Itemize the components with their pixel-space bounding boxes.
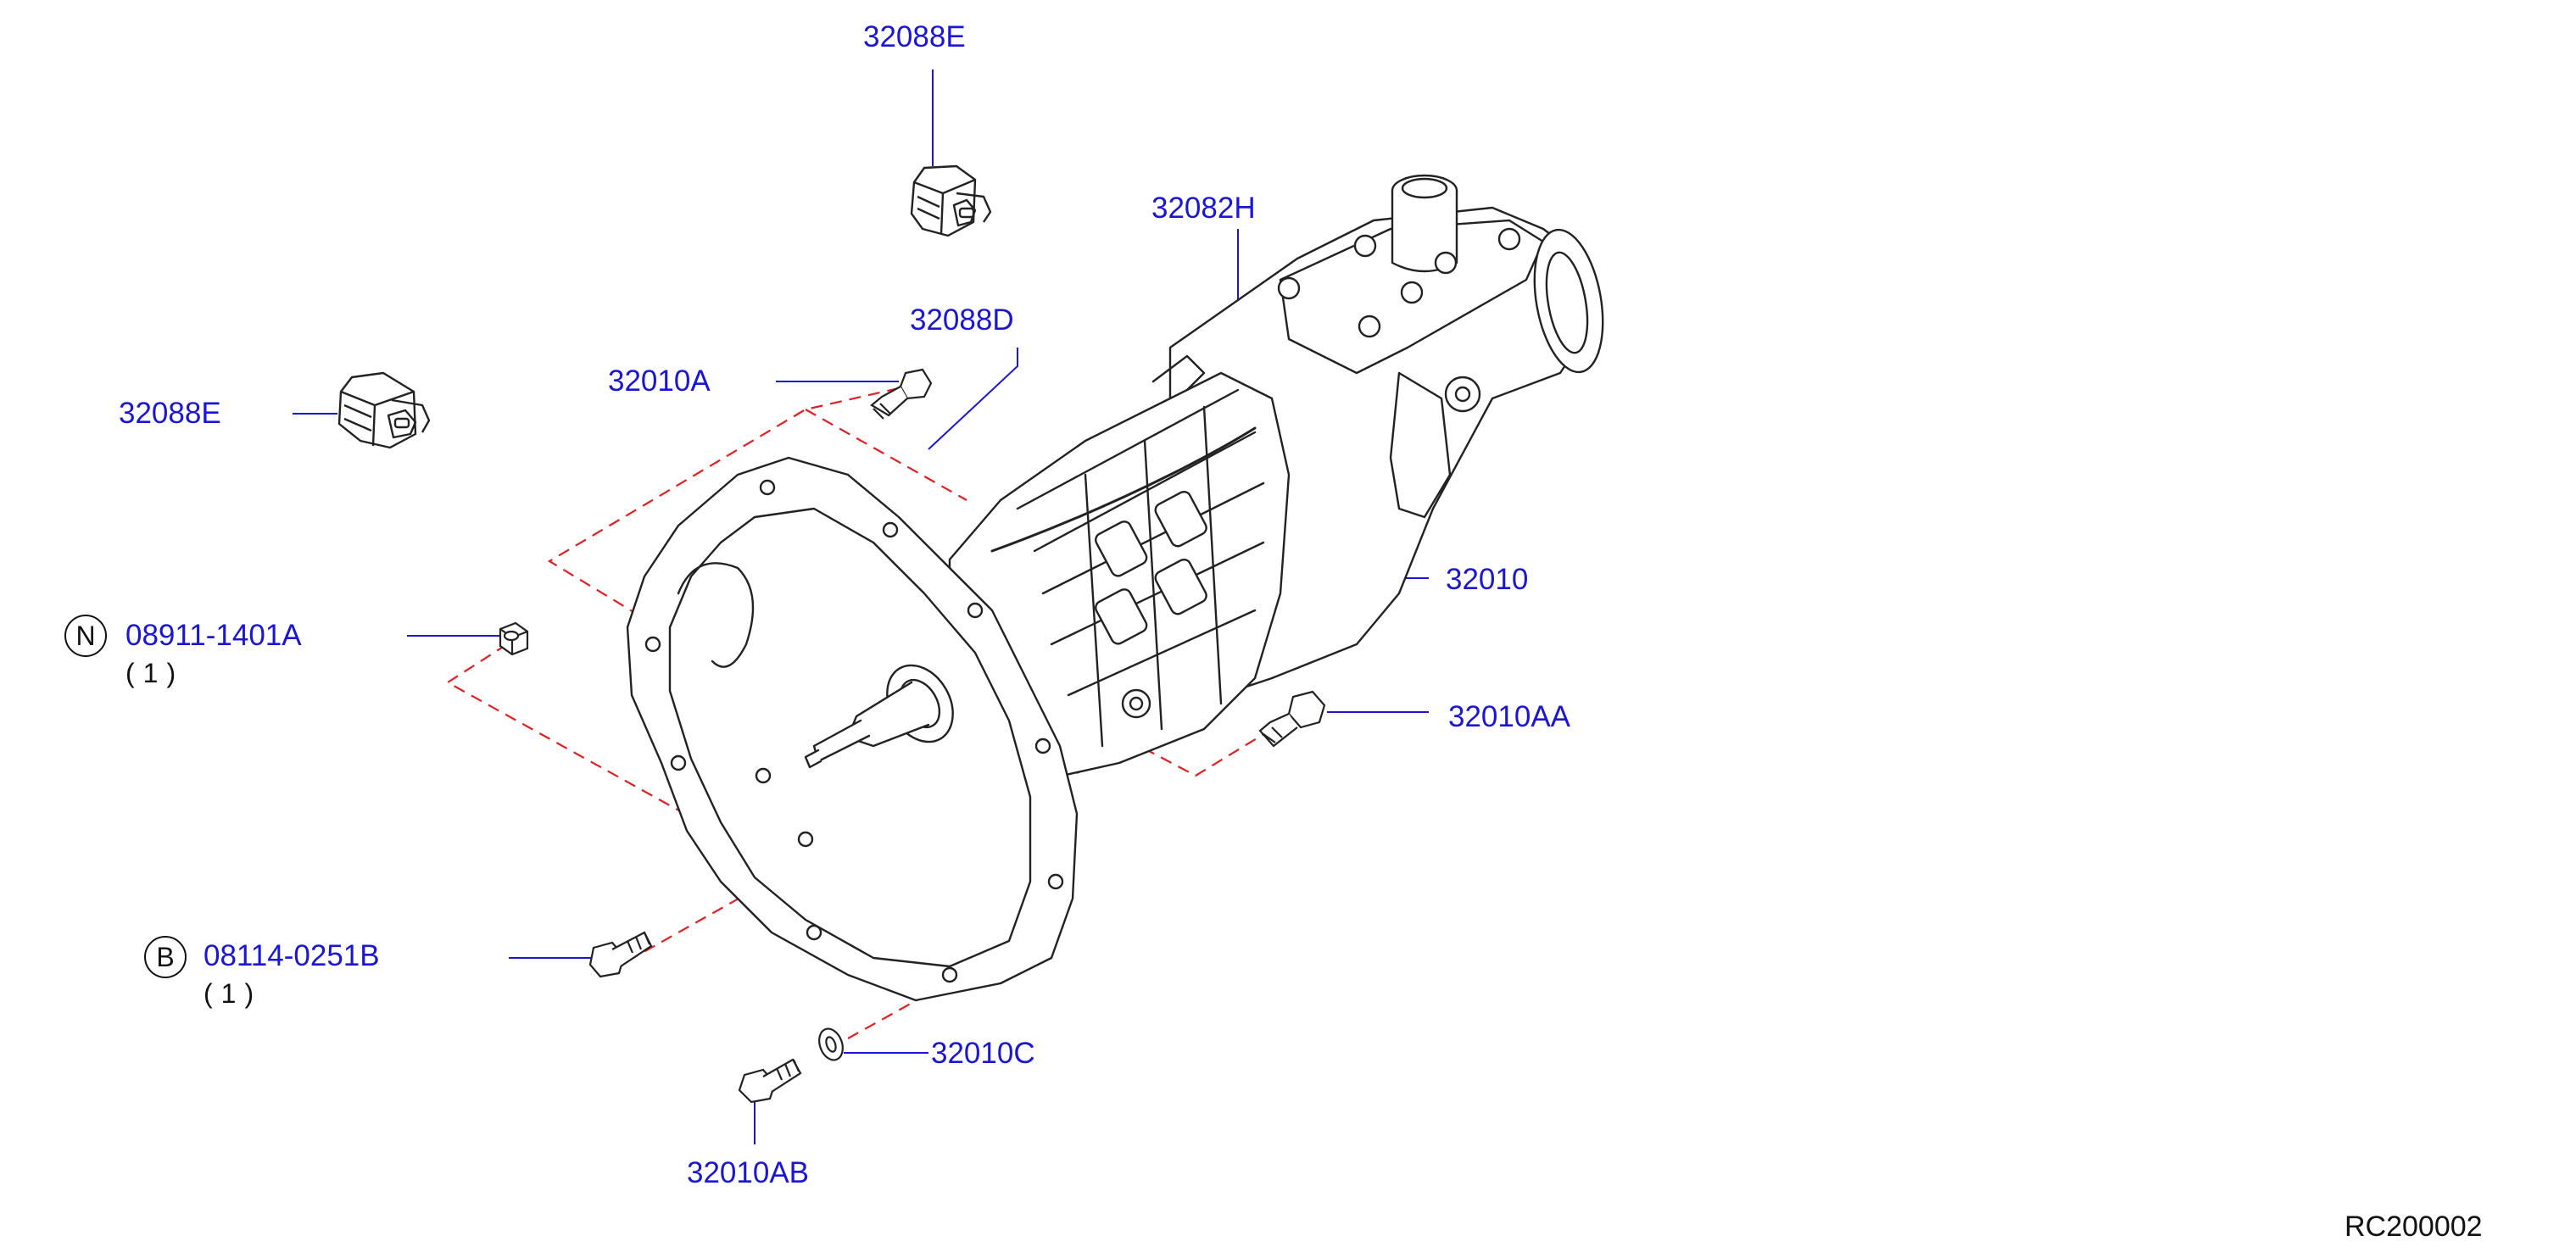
clip-32088E-top[interactable] (910, 164, 992, 237)
case-ribs (1016, 388, 1265, 748)
qty-08114: (1) (204, 978, 263, 1009)
callout-32088D[interactable]: 32088D (910, 303, 1014, 337)
dashed-line-nut (445, 643, 747, 849)
qty-08911: (1) (125, 658, 185, 688)
wire-harness (990, 426, 1257, 553)
callout-32082H[interactable]: 32082H (1151, 192, 1256, 225)
dashed-line-bolt-right (1076, 718, 1290, 777)
callout-32010AA[interactable]: 32010AA (1448, 700, 1571, 733)
washer-32010C[interactable] (815, 1026, 846, 1064)
bell-bolt-holes (644, 479, 1064, 983)
transmission-32010[interactable] (626, 174, 1613, 1002)
callout-08114-0251B[interactable]: 08114-0251B (204, 939, 380, 972)
input-shaft (804, 664, 954, 769)
badge-N: N (64, 615, 107, 657)
leader-32088D (928, 348, 1018, 450)
bolt-32010AB[interactable] (738, 1058, 802, 1104)
callout-32010C[interactable]: 32010C (931, 1037, 1035, 1070)
callout-08911-1401A[interactable]: 08911-1401A (125, 619, 302, 652)
callout-32010AB[interactable]: 32010AB (687, 1156, 810, 1189)
cover-bolts (1277, 227, 1521, 338)
callout-32010A[interactable]: 32010A (608, 365, 711, 398)
callout-32088E-top[interactable]: 32088E (863, 20, 966, 53)
bolt-32010A[interactable] (870, 368, 933, 420)
bolt-08114[interactable] (588, 931, 653, 978)
dashed-line-washer (847, 995, 925, 1039)
bell-inner-rim (668, 507, 1032, 968)
badge-B: B (144, 936, 187, 978)
mount-bracket (1389, 371, 1452, 519)
clip-32088E-left[interactable] (337, 371, 431, 449)
callout-32088E-left[interactable]: 32088E (119, 397, 221, 430)
rib-windows (1095, 490, 1207, 645)
nut-08911[interactable] (499, 621, 529, 656)
diagram-reference-code: RC200002 (2345, 1211, 2483, 1243)
callout-32010[interactable]: 32010 (1446, 563, 1529, 596)
bolt-32010AA[interactable] (1258, 690, 1326, 748)
dashed-line-bolt-upper (547, 387, 967, 645)
